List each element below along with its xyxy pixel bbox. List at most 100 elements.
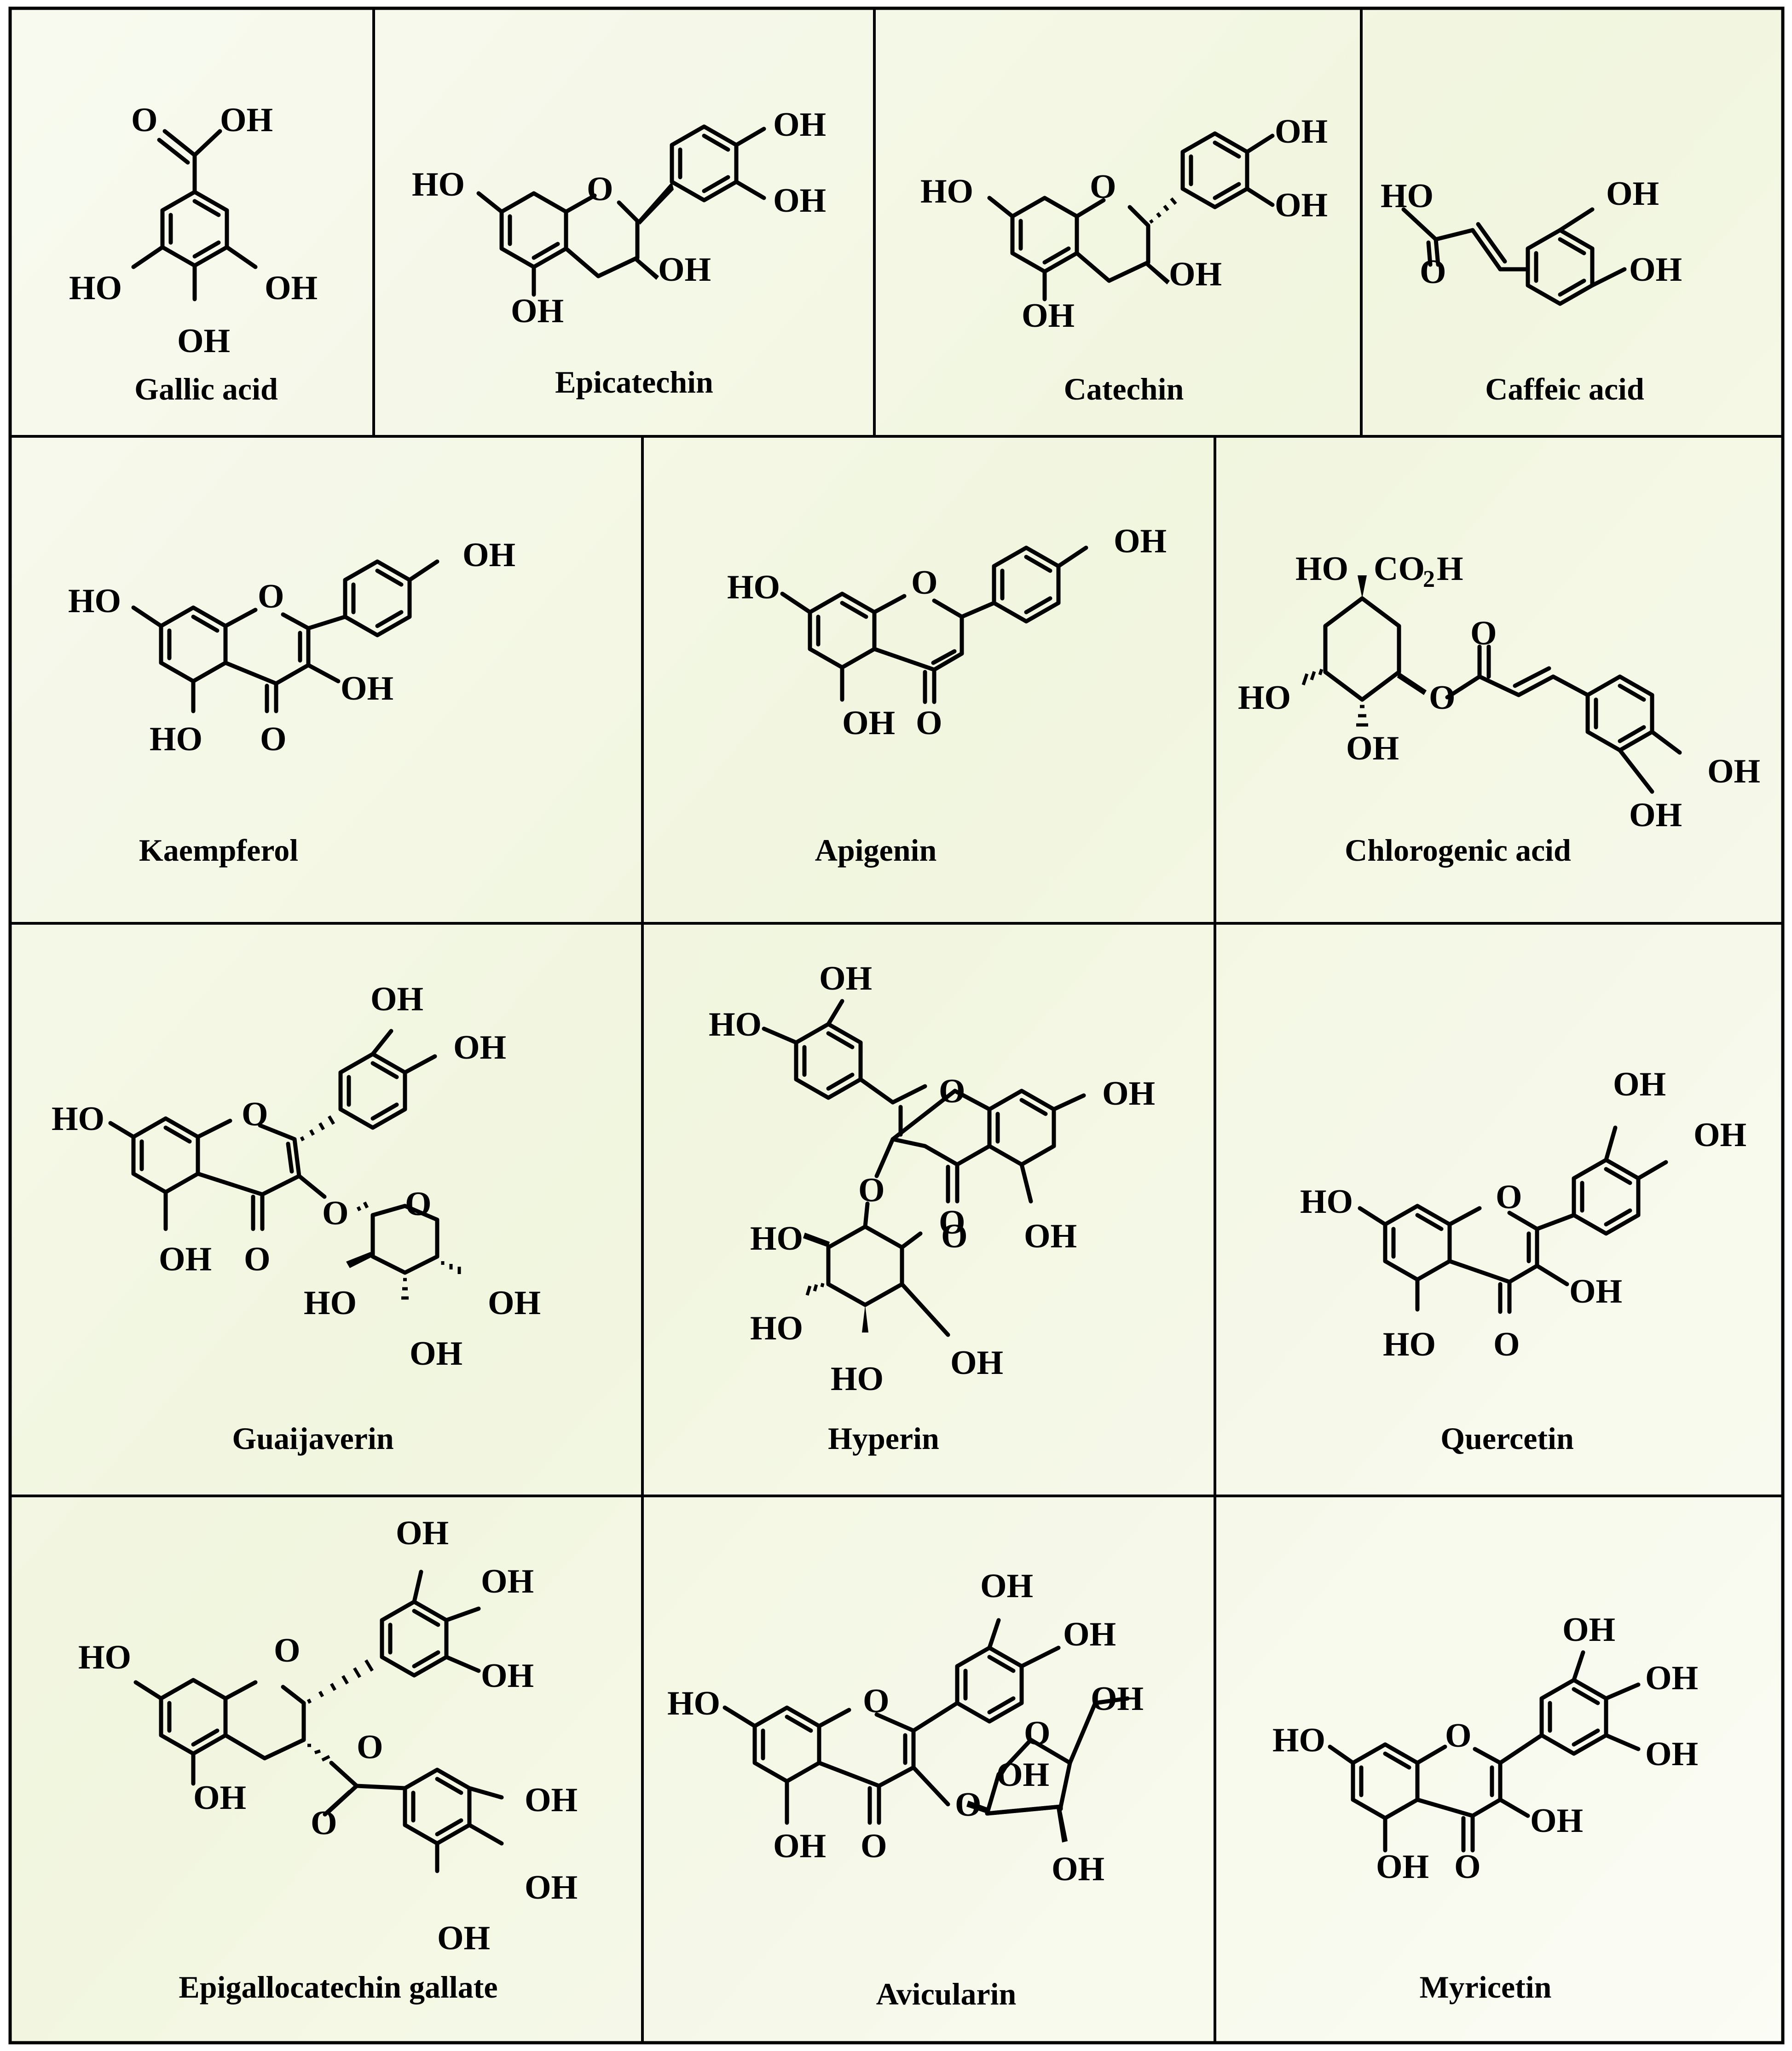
atom-label: OH <box>1645 1659 1698 1697</box>
atom-label: O <box>939 1072 965 1110</box>
atom-label: OH <box>1346 730 1399 767</box>
atom-label: O <box>1470 614 1497 652</box>
atom-label: OH <box>462 536 515 574</box>
atom-label: O <box>405 1185 432 1223</box>
atom-label: OH <box>410 1335 462 1373</box>
atom-label: OH <box>1275 113 1328 151</box>
atom-label: HO <box>750 1309 803 1347</box>
atom-label: HO <box>1295 550 1348 588</box>
atom-label: OH <box>453 1029 506 1066</box>
atom-label: HO <box>304 1284 357 1322</box>
atom-label: OH <box>980 1567 1033 1605</box>
atom-label: OH <box>1613 1066 1666 1103</box>
molecule-avicularin <box>723 1618 1130 1842</box>
atom-labels-quercetin: OH OH HO O OH HO O <box>1300 1066 1746 1363</box>
atom-label: OH <box>370 980 423 1018</box>
atom-label: O <box>1090 168 1116 206</box>
atom-label: OH <box>1569 1273 1622 1310</box>
atom-label: HO <box>69 269 122 307</box>
atom-label: OH <box>1629 796 1682 834</box>
atom-label: OH <box>193 1779 246 1817</box>
atom-label: OH <box>773 182 826 220</box>
atom-label: O <box>858 1171 885 1209</box>
atom-label: O <box>260 720 287 758</box>
atom-label: O <box>1496 1178 1522 1216</box>
atom-label: OH <box>437 1919 490 1957</box>
atom-label: O <box>941 1217 968 1255</box>
atom-labels-epicatechin: OH HO O OH OH OH <box>412 106 826 330</box>
compound-name-avicularin: Avicularin <box>876 1976 1017 2011</box>
atom-label: OH <box>1606 175 1659 213</box>
grid-lines <box>10 8 1783 2043</box>
atom-label: HO <box>68 582 121 620</box>
atom-label: HO <box>1381 177 1434 215</box>
atom-labels-myricetin: OH OH HO O OH OH OH O <box>1272 1611 1698 1886</box>
atom-label: O <box>244 1240 271 1278</box>
atom-label: O <box>911 564 938 602</box>
atom-label: HO <box>667 1685 720 1722</box>
atom-label: HO <box>920 173 973 210</box>
molecule-epigallocatechin-gallate <box>133 1570 504 1873</box>
atom-label: O <box>587 170 613 208</box>
atom-label: HO <box>412 166 465 203</box>
atom-labels-hyperin: OH HO O OH O HO O O OH HO OH HO <box>709 960 1155 1398</box>
atom-label: O <box>939 1204 965 1241</box>
atom-label: O <box>916 704 942 742</box>
molecule-catechin <box>987 131 1275 301</box>
atom-label: OH <box>996 1756 1049 1794</box>
molecule-quercetin <box>1358 1125 1668 1314</box>
atom-label: OH <box>1694 1116 1746 1154</box>
atom-label: OH <box>481 1657 534 1695</box>
compound-name-caffeic-acid: Caffeic acid <box>1485 371 1644 406</box>
atom-label: OH <box>1063 1616 1116 1653</box>
atom-label: HO <box>727 568 780 606</box>
molecule-epicatechin <box>476 124 766 297</box>
atom-label: HO <box>1238 679 1291 717</box>
molecule-chlorogenic-acid <box>1301 575 1682 794</box>
atom-label: OH <box>1102 1075 1155 1112</box>
atom-label: OH <box>819 960 872 997</box>
atom-label: O <box>955 1786 982 1824</box>
atom-label: O <box>1024 1715 1051 1752</box>
atom-label: OH <box>511 292 564 330</box>
atom-label: OH <box>396 1514 449 1552</box>
atom-label: OH <box>341 670 393 707</box>
compound-name-myricetin: Myricetin <box>1420 1970 1552 2005</box>
atom-label: 2 <box>1423 566 1435 592</box>
atom-label: CO <box>1374 550 1425 588</box>
atom-label: O <box>322 1194 349 1232</box>
atom-label: OH <box>1022 297 1075 335</box>
atom-label: HO <box>750 1220 803 1257</box>
compound-name-apigenin: Apigenin <box>815 833 937 868</box>
atom-labels-caffeic-acid: HO OH O OH <box>1381 175 1682 291</box>
atom-labels-gallic-acid: O OH HO OH OH <box>69 101 318 360</box>
compound-name-epigallocatechin-gallate: Epigallocatechin gallate <box>179 1970 497 2005</box>
atom-labels-chlorogenic-acid: HO CO 2 H O HO O OH OH OH <box>1238 550 1760 834</box>
atom-labels-kaempferol: OH HO O OH HO O <box>68 536 515 758</box>
atom-labels-apigenin: OH HO O OH O <box>727 522 1167 742</box>
compound-name-quercetin: Quercetin <box>1440 1421 1574 1456</box>
compound-name-chlorogenic-acid: Chlorogenic acid <box>1345 833 1571 868</box>
atom-label: OH <box>773 106 826 144</box>
atom-label: O <box>863 1682 890 1720</box>
atom-label: OH <box>159 1240 212 1278</box>
atom-label: HO <box>709 1006 762 1043</box>
compound-name-gallic-acid: Gallic acid <box>134 371 278 406</box>
atom-label: O <box>1454 1848 1481 1886</box>
molecule-gallic-acid <box>131 129 258 301</box>
atom-label: OH <box>1530 1802 1583 1840</box>
atom-label: OH <box>488 1284 541 1322</box>
atom-label: HO <box>831 1360 884 1398</box>
atom-label: O <box>274 1632 301 1669</box>
atom-label: OH <box>177 322 230 360</box>
atom-label: O <box>1493 1326 1520 1363</box>
molecule-hyperin <box>762 999 1086 1337</box>
atom-label: HO <box>150 720 202 758</box>
compound-name-epicatechin: Epicatechin <box>555 365 713 400</box>
atom-label: OH <box>1169 255 1222 293</box>
atom-label: OH <box>1275 186 1328 224</box>
atom-label: OH <box>481 1563 534 1600</box>
atom-label: OH <box>1562 1611 1615 1649</box>
